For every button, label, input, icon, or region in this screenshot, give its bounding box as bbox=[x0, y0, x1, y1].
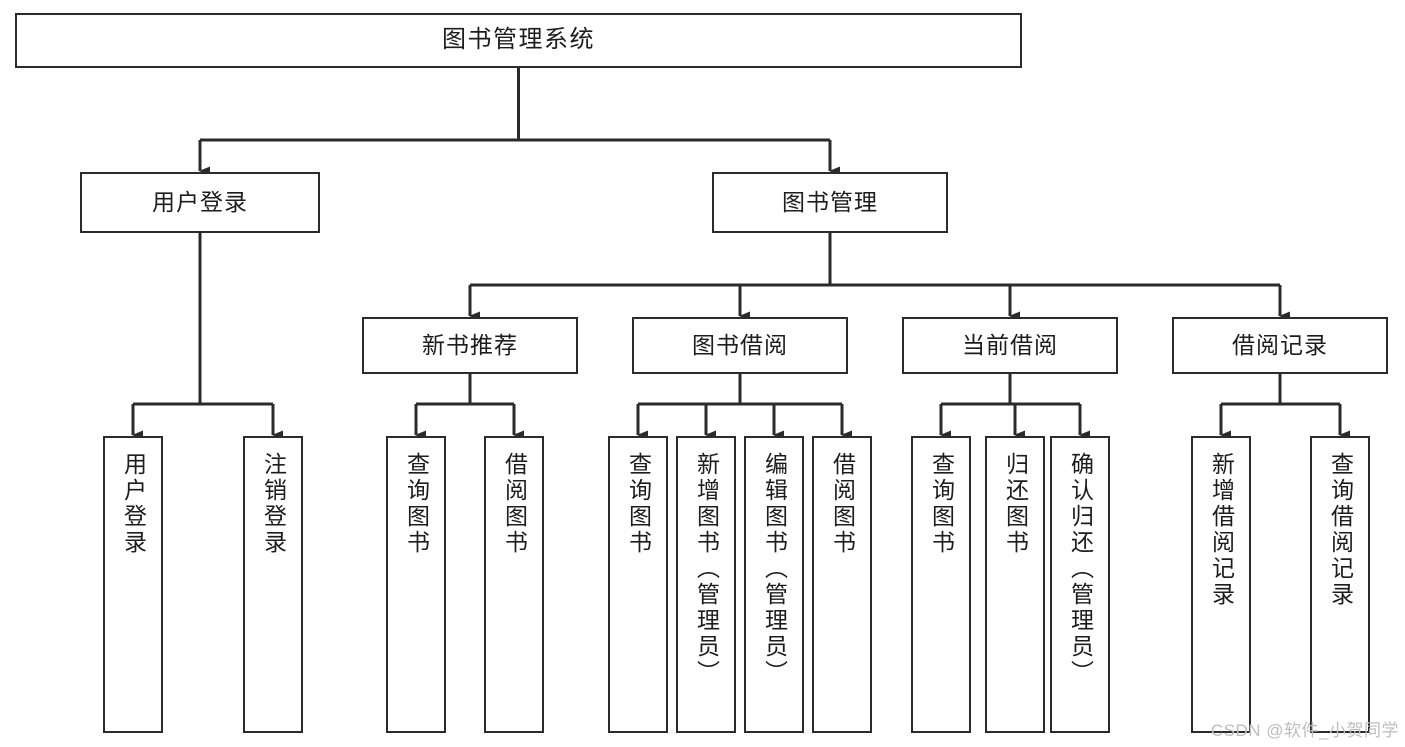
node-user-login[interactable]: 用户登录 bbox=[80, 172, 320, 233]
leaf-borrow-book-2-label: 借阅图书 bbox=[829, 452, 856, 556]
leaf-user-login[interactable]: 用户登录 bbox=[103, 436, 163, 733]
leaf-add-book-label: 新增图书（管理员） bbox=[693, 452, 720, 686]
leaf-return-book-label: 归还图书 bbox=[1002, 452, 1029, 556]
leaf-add-record[interactable]: 新增借阅记录 bbox=[1191, 436, 1251, 733]
leaf-borrow-book-2[interactable]: 借阅图书 bbox=[812, 436, 872, 733]
node-borrow-record[interactable]: 借阅记录 bbox=[1172, 317, 1388, 374]
leaf-add-record-label: 新增借阅记录 bbox=[1208, 452, 1235, 608]
leaf-query-book-1-label: 查询图书 bbox=[403, 452, 430, 556]
leaf-query-book-2[interactable]: 查询图书 bbox=[608, 436, 668, 733]
leaf-confirm-return[interactable]: 确认归还（管理员） bbox=[1050, 436, 1110, 733]
leaf-edit-book-label: 编辑图书（管理员） bbox=[761, 452, 788, 686]
node-new-book-recommend-label: 新书推荐 bbox=[422, 331, 518, 358]
leaf-query-record-label: 查询借阅记录 bbox=[1327, 452, 1354, 608]
leaf-edit-book[interactable]: 编辑图书（管理员） bbox=[744, 436, 804, 733]
node-root-label: 图书管理系统 bbox=[442, 26, 595, 54]
leaf-confirm-return-label: 确认归还（管理员） bbox=[1067, 452, 1094, 686]
watermark: CSDN @软件_小贺同学 bbox=[1210, 721, 1399, 740]
leaf-borrow-book-1-label: 借阅图书 bbox=[501, 452, 528, 556]
node-book-manage-label: 图书管理 bbox=[782, 188, 878, 215]
node-user-login-label: 用户登录 bbox=[152, 188, 248, 215]
node-current-borrow[interactable]: 当前借阅 bbox=[902, 317, 1118, 374]
leaf-query-record[interactable]: 查询借阅记录 bbox=[1310, 436, 1370, 733]
leaf-query-book-3-label: 查询图书 bbox=[928, 452, 955, 556]
leaf-logout[interactable]: 注销登录 bbox=[243, 436, 303, 733]
leaf-query-book-3[interactable]: 查询图书 bbox=[911, 436, 971, 733]
node-current-borrow-label: 当前借阅 bbox=[962, 331, 1058, 358]
leaf-query-book-1[interactable]: 查询图书 bbox=[386, 436, 446, 733]
leaf-logout-label: 注销登录 bbox=[260, 452, 287, 556]
leaf-query-book-2-label: 查询图书 bbox=[625, 452, 652, 556]
leaf-borrow-book-1[interactable]: 借阅图书 bbox=[484, 436, 544, 733]
leaf-return-book[interactable]: 归还图书 bbox=[985, 436, 1045, 733]
leaf-add-book[interactable]: 新增图书（管理员） bbox=[676, 436, 736, 733]
node-book-borrow[interactable]: 图书借阅 bbox=[632, 317, 848, 374]
node-borrow-record-label: 借阅记录 bbox=[1232, 331, 1328, 358]
node-new-book-recommend[interactable]: 新书推荐 bbox=[362, 317, 578, 374]
node-book-manage[interactable]: 图书管理 bbox=[712, 172, 948, 233]
node-root[interactable]: 图书管理系统 bbox=[15, 13, 1022, 68]
leaf-user-login-label: 用户登录 bbox=[120, 452, 147, 556]
node-book-borrow-label: 图书借阅 bbox=[692, 331, 788, 358]
